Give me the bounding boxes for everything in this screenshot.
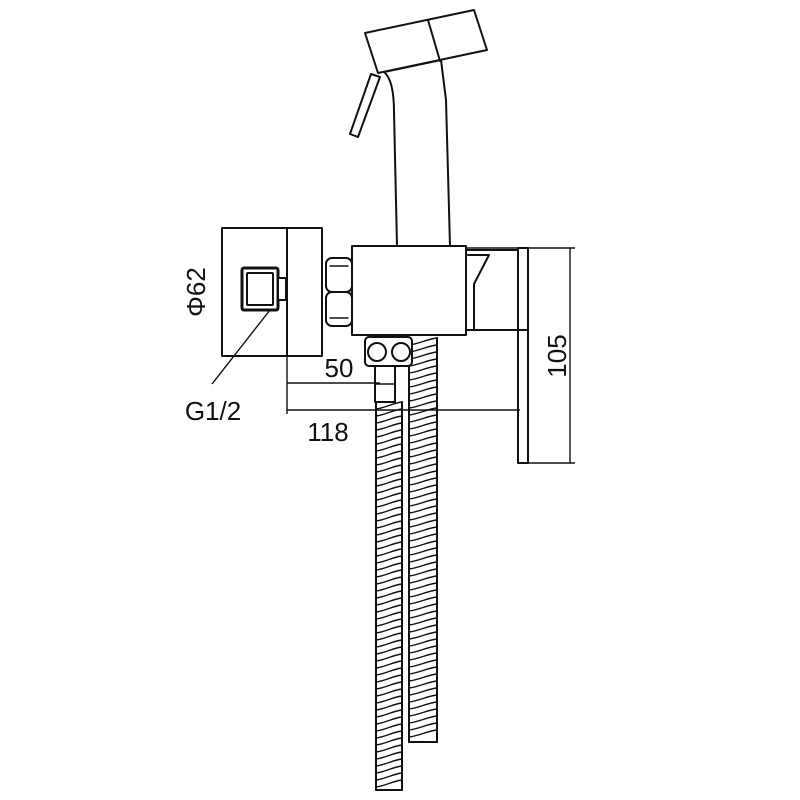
hose-braid [408, 337, 438, 738]
dimension-thread: G1/2 [185, 309, 271, 426]
holder-body [351, 245, 467, 336]
holder-bracket [465, 249, 519, 331]
dim-105-label: 105 [542, 334, 572, 377]
wall-flange [221, 227, 323, 357]
hose-connector [364, 336, 413, 403]
wall-plate [517, 247, 529, 464]
hose-right [408, 337, 438, 743]
diameter-label: Φ62 [181, 267, 211, 317]
hose-left [375, 401, 403, 791]
trigger-lever [349, 73, 381, 138]
dim-118-label: 118 [307, 417, 348, 447]
g-half-connector [240, 266, 287, 312]
dim-50-label: 50 [325, 353, 354, 383]
hose-braid [375, 401, 403, 788]
dimension-horizontal: 50 118 [286, 353, 520, 447]
dimension-diameter: Φ62 [181, 267, 211, 317]
dimension-vertical: 105 [466, 247, 575, 464]
spray-head [364, 9, 488, 74]
hex-nut [325, 257, 353, 327]
sprayer-stem [383, 59, 451, 247]
thread-label: G1/2 [185, 396, 241, 426]
